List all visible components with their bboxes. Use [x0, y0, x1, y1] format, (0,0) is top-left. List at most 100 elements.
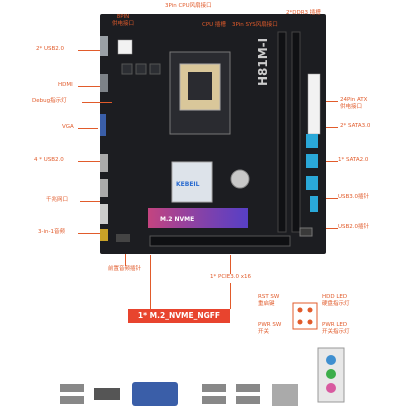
label-vga: VGA — [62, 124, 74, 130]
nvme-brand: M.2 NVME — [160, 216, 194, 223]
leader-line — [78, 50, 100, 51]
leader-line — [230, 255, 231, 274]
cpu-socket-center — [188, 72, 212, 100]
motherboard-graphic: H81M-I KEBEIL M.2 NVME — [90, 31, 321, 247]
usb30-header — [310, 196, 318, 212]
usb-mid-port-1 — [94, 154, 108, 172]
m2-banner: 1* M.2_NVME_NGFF — [128, 309, 230, 323]
hdmi-port — [94, 74, 108, 92]
leader-line — [326, 198, 338, 199]
label-audio: 3-in-1音频 — [38, 229, 65, 235]
audio-port — [94, 229, 108, 241]
leader-line — [326, 161, 338, 162]
io-shield — [317, 347, 345, 403]
nvme-drive-gradient — [148, 208, 248, 228]
label-pcie: 1* PCIE3.0 x16 — [210, 274, 252, 280]
vrm-choke — [149, 63, 161, 75]
label-rst-sw-title: RST SW — [258, 294, 280, 300]
leader-line — [78, 86, 100, 87]
label-atx-title: 24Pin ATX — [340, 97, 368, 103]
audio-jack-green — [326, 369, 336, 379]
usb-port-icon — [202, 384, 226, 392]
leader-line — [125, 254, 126, 266]
vrm-choke — [121, 63, 133, 75]
label-sata20: 1* SATA2.0 — [338, 157, 369, 163]
label-hdd-led-cn: 硬盘指示灯 — [322, 300, 350, 307]
ddr-slot-2 — [291, 31, 301, 233]
label-gigabit: 千兆网口 — [46, 197, 69, 203]
sata3-port-1 — [306, 134, 318, 148]
fp-pin — [297, 307, 303, 313]
label-usb30-header: USB3.0插针 — [338, 194, 370, 200]
leader-line — [326, 228, 338, 229]
audio-jack-pink — [326, 383, 336, 393]
pcie-slot — [149, 235, 291, 247]
sata2-port — [306, 176, 318, 190]
ddr-slot-1 — [277, 31, 287, 233]
leader-line — [326, 127, 338, 128]
label-usb20-mid: 4 * USB2.0 — [34, 157, 64, 163]
label-hdd-led: HDD LED 硬盘指示灯 — [322, 294, 350, 307]
label-hdmi: HDMI — [58, 82, 73, 88]
leader-line — [150, 255, 151, 309]
usb-port-icon — [202, 396, 226, 404]
fp-pin — [307, 307, 313, 313]
label-8pin-cn: 供电接口 — [112, 20, 135, 27]
usb-top-port — [94, 36, 108, 56]
front-audio-header — [116, 234, 130, 242]
vrm-choke — [135, 63, 147, 75]
usb-port-icon — [60, 384, 84, 392]
label-atx: 24Pin ATX 供电接口 — [340, 97, 367, 110]
vga-port-icon — [132, 382, 178, 406]
eight-pin-connector — [117, 39, 133, 55]
front-panel-header-diagram — [292, 302, 318, 330]
label-rst-sw: RST SW 重启键 — [258, 294, 279, 307]
label-ddr3: 2*DDR3 插槽 — [286, 10, 321, 16]
motherboard: H81M-I KEBEIL M.2 NVME — [90, 14, 326, 254]
label-pwr-led: PWR LED 开关指示灯 — [322, 322, 350, 335]
label-hdd-led-title: HDD LED — [322, 294, 348, 300]
usb-port-icon — [60, 396, 84, 404]
label-8pin-title: 8PIN — [116, 14, 130, 20]
lan-port-icon — [272, 384, 298, 406]
label-pwr-led-cn: 开关指示灯 — [322, 328, 350, 335]
label-usb20-header: USB2.0插针 — [338, 224, 370, 230]
label-pwr-sw-cn: 开关 — [258, 328, 270, 335]
leader-line — [230, 283, 231, 309]
label-pwr-sw: PWR SW 开关 — [258, 322, 281, 335]
usb-mid-port-2 — [94, 179, 108, 197]
fp-pin — [307, 319, 313, 325]
leader-line — [78, 161, 100, 162]
label-pwr-led-title: PWR LED — [322, 322, 348, 328]
chipset-heatsink — [171, 161, 213, 203]
usb-port-icon — [236, 384, 260, 392]
sata3-port-2 — [306, 154, 318, 168]
label-front-audio: 前置音频插针 — [108, 266, 142, 272]
usb20-header — [299, 227, 313, 237]
label-atx-cn: 供电接口 — [340, 103, 363, 110]
lan-port — [94, 204, 108, 224]
hdmi-port-icon — [94, 388, 120, 400]
label-cpu-socket: CPU 插槽 — [202, 22, 226, 28]
atx-connector — [307, 73, 321, 135]
board-silkscreen: H81M-I — [256, 38, 270, 86]
label-debug: Debug指示灯 — [32, 98, 67, 104]
leader-line — [78, 233, 100, 234]
heatsink-brand: KEBEIL — [176, 181, 200, 188]
label-sys-fan: 3Pin SYS风扇接口 — [232, 22, 278, 28]
cmos-battery — [230, 169, 250, 189]
label-rst-sw-cn: 重启键 — [258, 300, 275, 307]
leader-line — [82, 102, 112, 103]
leader-line — [326, 101, 338, 102]
leader-line — [80, 201, 100, 202]
label-usb20-top: 2* USB2.0 — [36, 46, 65, 52]
audio-jack-blue — [326, 355, 336, 365]
fp-pin — [297, 319, 303, 325]
usb-port-icon — [236, 396, 260, 404]
label-8pin: 8PIN 供电接口 — [112, 14, 134, 27]
leader-line — [78, 128, 98, 129]
label-pwr-sw-title: PWR SW — [258, 322, 282, 328]
label-sata30: 2* SATA3.0 — [340, 123, 371, 129]
rear-io-ports — [60, 382, 298, 406]
label-cpu-fan: 3Pin CPU风扇接口 — [165, 3, 212, 9]
